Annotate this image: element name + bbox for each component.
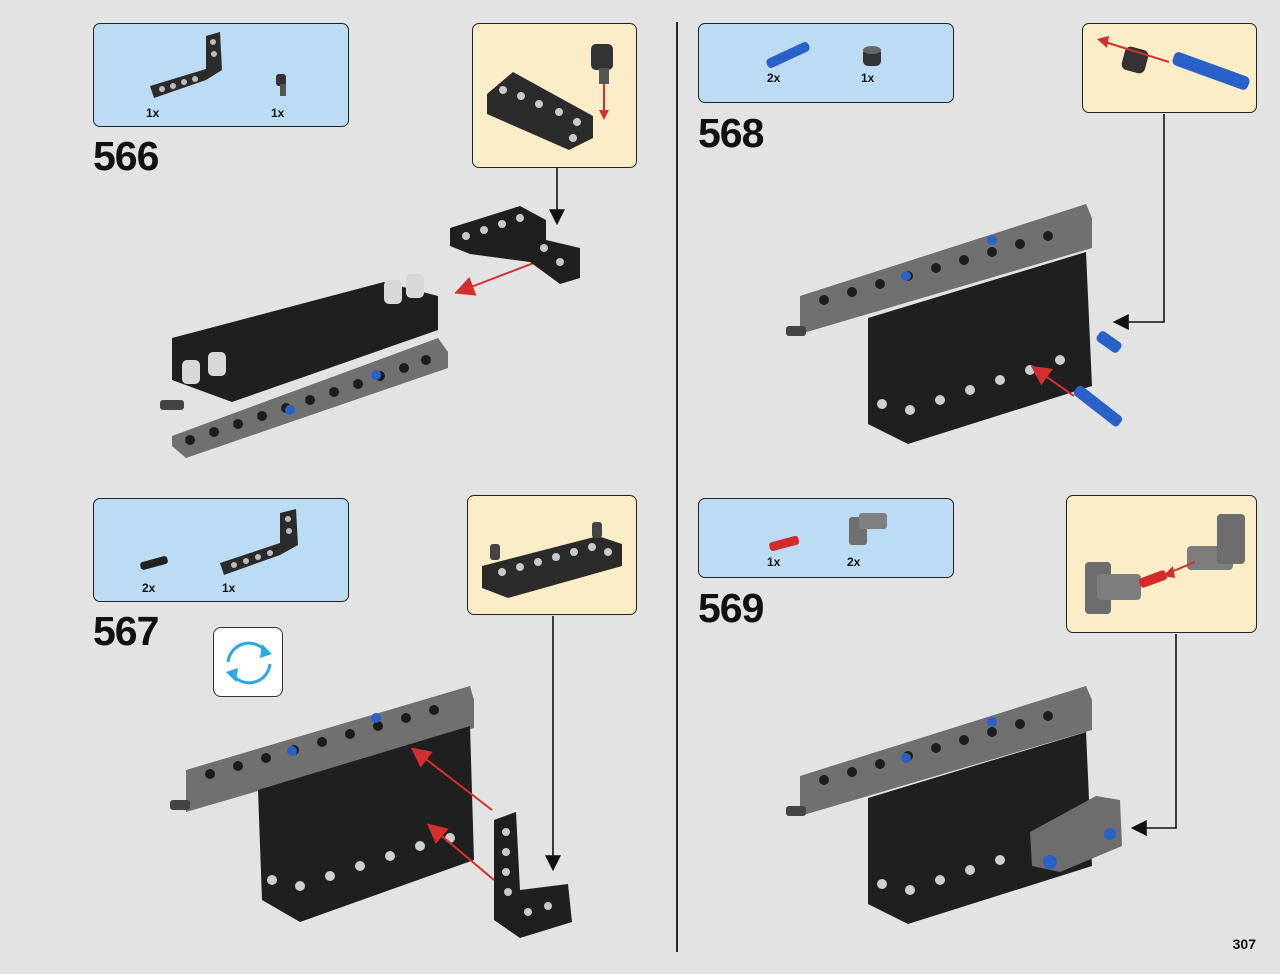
step-number-567: 567 — [93, 608, 159, 654]
red-axle-part-icon — [769, 535, 800, 552]
parts-list-567: 2x 1x — [93, 498, 349, 602]
callout-569-drawing — [1085, 514, 1245, 614]
step-number-566: 566 — [93, 133, 159, 179]
l-beam-part-icon — [150, 32, 222, 98]
sub-assembly-callout-566 — [472, 23, 637, 168]
step-number-569: 569 — [698, 585, 764, 631]
part-qty: 1x — [222, 581, 236, 595]
sub-assembly-callout-567 — [467, 495, 637, 615]
part-qty: 2x — [847, 555, 861, 569]
page-number: 307 — [1232, 936, 1256, 952]
parts-567-drawing — [140, 509, 298, 575]
callout-568-drawing — [1097, 36, 1250, 90]
parts-566-drawing — [150, 32, 286, 98]
angle-connector-part-icon — [849, 513, 887, 545]
part-qty: 2x — [142, 581, 156, 595]
parts-569-drawing — [769, 513, 887, 552]
page-divider — [676, 22, 678, 952]
model-567 — [170, 616, 572, 938]
parts-list-568: 2x 1x — [698, 23, 954, 103]
model-568 — [786, 114, 1165, 444]
part-qty: 2x — [767, 71, 781, 85]
friction-pin-part-icon — [140, 556, 168, 570]
rotate-model-icon — [226, 641, 272, 685]
l-beam-part-icon — [220, 509, 298, 575]
part-qty: 1x — [861, 71, 875, 85]
parts-list-566: 1x 1x — [93, 23, 349, 127]
model-566 — [160, 168, 580, 458]
axle-connector-part-icon — [276, 74, 286, 96]
sub-assembly-callout-568 — [1082, 23, 1257, 113]
callout-566-drawing — [487, 44, 613, 150]
parts-568-drawing — [766, 42, 881, 68]
model-569 — [786, 634, 1177, 924]
part-qty: 1x — [146, 106, 160, 120]
callout-567-drawing — [482, 522, 622, 598]
part-qty: 1x — [271, 106, 285, 120]
sub-assembly-callout-569 — [1066, 495, 1257, 633]
part-qty: 1x — [767, 555, 781, 569]
bush-part-icon — [863, 46, 881, 66]
parts-list-569: 1x 2x — [698, 498, 954, 578]
blue-axle-pin-part-icon — [766, 42, 810, 68]
rotate-model-callout — [213, 627, 283, 697]
step-number-568: 568 — [698, 110, 764, 156]
